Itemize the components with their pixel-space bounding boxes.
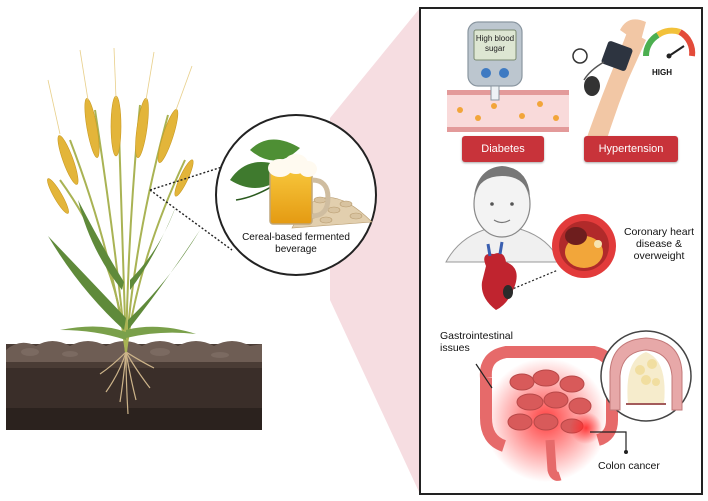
gauge-high-label: HIGH <box>652 68 672 77</box>
wheat-ears <box>47 95 194 214</box>
connector-dotted-bottom <box>149 189 233 251</box>
gi-issues-label: Gastrointestinal issues <box>440 330 513 354</box>
wheat-awns <box>47 47 193 135</box>
hypertension-badge: Hypertension <box>584 136 678 162</box>
colon-polyp-icon <box>609 337 683 411</box>
beverage-label: Cereal-based fermented beverage <box>242 232 350 255</box>
gi-pointer-line <box>475 363 493 389</box>
arm-cuff-icon <box>572 19 646 142</box>
artery-plaque-icon <box>559 221 609 271</box>
diabetes-badge: Diabetes <box>462 136 544 162</box>
heart-disease-label: Coronary heart disease & overweight <box>623 226 695 262</box>
zoom-cone <box>330 8 420 494</box>
glucometer-icon <box>467 21 523 101</box>
wheat-leaves <box>48 200 200 340</box>
colon-pointer-line <box>590 431 627 452</box>
beer-mug-icon <box>268 154 331 225</box>
soil-block <box>6 341 262 430</box>
tumor-glow <box>570 412 602 444</box>
connector-dotted-top <box>149 166 223 191</box>
colon-cancer-label: Colon cancer <box>598 460 660 472</box>
wheat-roots <box>99 351 155 415</box>
blood-vessel-icon <box>447 90 569 132</box>
heart-organ-icon <box>481 241 517 310</box>
pressure-gauge-icon <box>642 27 696 59</box>
colon-pointer-dot <box>624 450 628 454</box>
connector-heart <box>509 269 559 291</box>
glucometer-screen-text: High blood sugar <box>475 34 515 53</box>
